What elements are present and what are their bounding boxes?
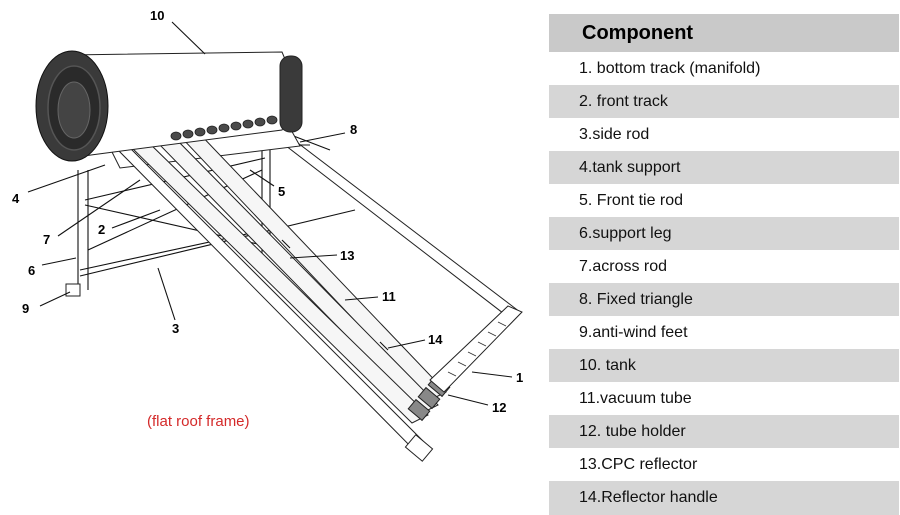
table-row: 11.vacuum tube	[549, 382, 899, 415]
table-row: 3.side rod	[549, 118, 899, 151]
table-row: 4.tank support	[549, 151, 899, 184]
callout-9: 9	[22, 301, 29, 316]
table-row: 5. Front tie rod	[549, 184, 899, 217]
table-row: 12. tube holder	[549, 415, 899, 448]
callout-7: 7	[43, 232, 50, 247]
callout-10: 10	[150, 8, 164, 23]
callout-5: 5	[278, 184, 285, 199]
tube-holder	[417, 386, 441, 410]
rod-foot	[404, 434, 434, 462]
solar-heater-diagram: 10 8 4 5 7 2 13 6 9 11 3 14 1 12 (flat r…	[12, 8, 523, 462]
diagram-drawing: 10 8 4 5 7 2 13 6 9 11 3 14 1 12 (flat r…	[12, 8, 523, 462]
callout-11: 11	[382, 289, 396, 304]
callout-6: 6	[28, 263, 35, 278]
diagram-caption: (flat roof frame)	[147, 413, 250, 430]
table-row: 10. tank	[549, 349, 899, 382]
callout-1: 1	[516, 370, 523, 385]
callout-3: 3	[172, 321, 179, 336]
reflector-handle-mark	[379, 341, 389, 351]
callout-4: 4	[12, 191, 20, 206]
vacuum-tube	[129, 139, 429, 424]
table-row: 8. Fixed triangle	[549, 283, 899, 316]
tank-tube-sockets	[170, 115, 278, 141]
tank	[35, 50, 303, 162]
component-table: Component 1. bottom track (manifold) 2. …	[549, 14, 899, 515]
table-row: 13.CPC reflector	[549, 448, 899, 481]
vacuum-tube	[154, 133, 439, 414]
tank-end-cap	[279, 55, 303, 133]
tube-holder	[407, 398, 431, 422]
table-row: 14.Reflector handle	[549, 481, 899, 515]
table-row: 2. front track	[549, 85, 899, 118]
cpc-reflector-mark	[281, 239, 291, 249]
leader-lines	[27, 21, 513, 406]
callout-2: 2	[98, 222, 105, 237]
anti-wind-foot	[65, 283, 81, 297]
table-header: Component	[549, 14, 899, 52]
vacuum-tube	[179, 129, 447, 401]
bottom-track	[429, 305, 523, 393]
callout-13: 13	[340, 248, 354, 263]
callout-12: 12	[492, 400, 506, 415]
table-row: 7.across rod	[549, 250, 899, 283]
callout-14: 14	[428, 332, 443, 347]
callout-8: 8	[350, 122, 357, 137]
table-row: 9.anti-wind feet	[549, 316, 899, 349]
table-row: 6.support leg	[549, 217, 899, 250]
manifold-slots	[447, 321, 507, 377]
table-row: 1. bottom track (manifold)	[549, 52, 899, 85]
